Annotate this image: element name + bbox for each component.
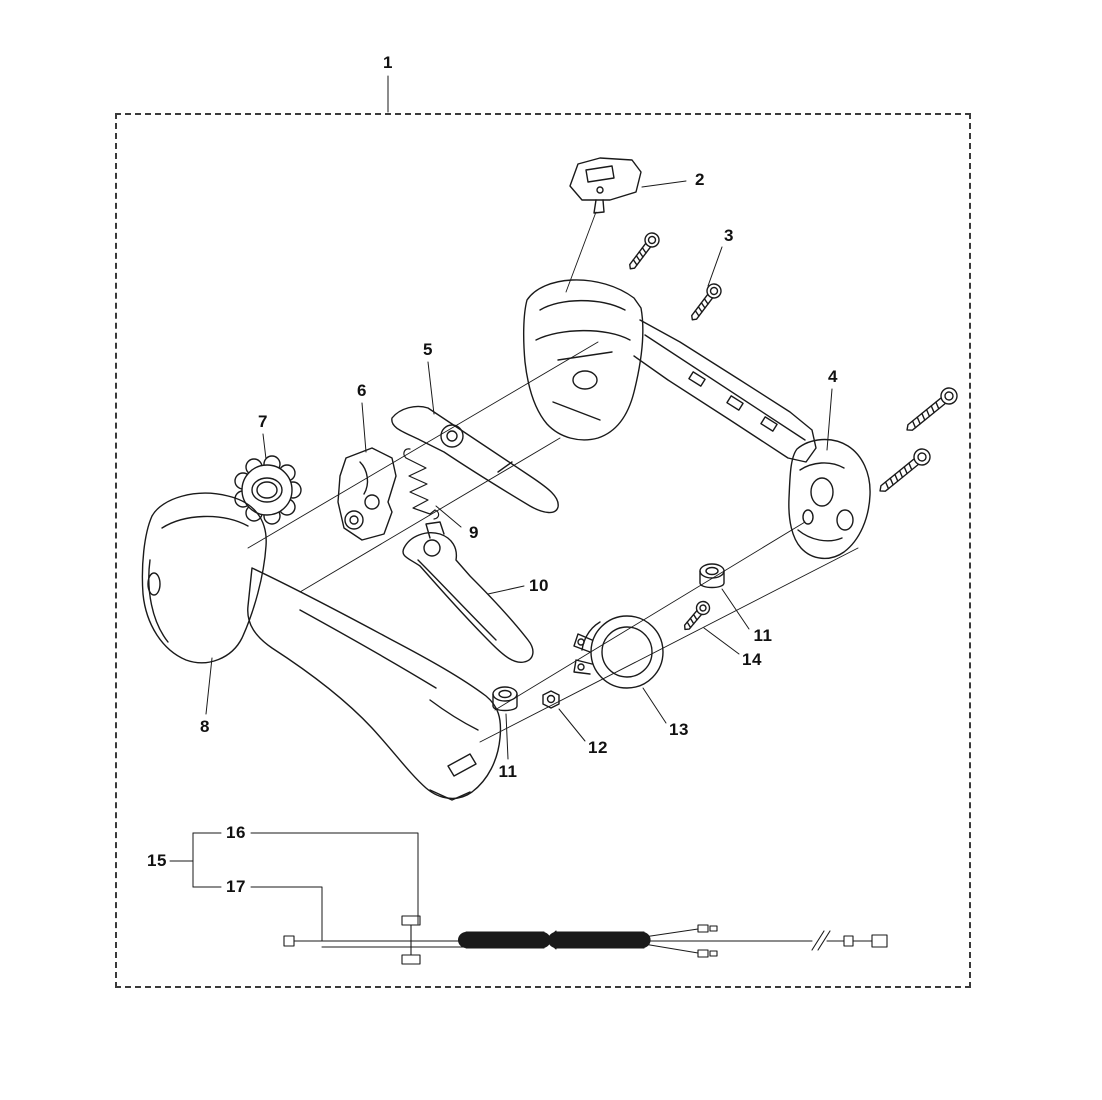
part-12-nut (542, 690, 560, 709)
callout-part-13: 13 (669, 720, 689, 739)
bracket-15-16-17 (169, 832, 419, 942)
part-11-grommet-left (492, 686, 518, 712)
part-6-throttle-lockout (337, 447, 397, 541)
part-14-screw (683, 600, 711, 631)
part-11-grommet-right (699, 563, 725, 589)
part-3-screw-b (691, 283, 722, 321)
part-4-screw-a (906, 387, 958, 431)
callout-part-10: 10 (529, 576, 549, 595)
callout-part-14: 14 (742, 650, 762, 669)
callout-part-8: 8 (200, 717, 210, 736)
callout-part-15: 15 (147, 851, 167, 870)
part-10-throttle-trigger (402, 521, 534, 663)
leader-lines (205, 75, 833, 760)
part-2-stop-switch (569, 157, 642, 214)
callout-part-17: 17 (226, 877, 246, 896)
callout-part-6: 6 (357, 381, 367, 400)
part-8-handle-housing (141, 492, 502, 801)
part-4-rear-cover (788, 438, 871, 559)
callout-part-4: 4 (828, 367, 838, 386)
upper-handle-housing (522, 279, 817, 463)
callout-part-1: 1 (383, 53, 393, 72)
part-9-spring (403, 448, 440, 520)
assembly-axis-lines (247, 211, 859, 743)
callout-part-7: 7 (258, 412, 268, 431)
assembly-boundary-box (115, 113, 971, 988)
callout-part-16: 16 (226, 823, 246, 842)
part-5-lever (391, 405, 559, 514)
callout-part-9: 9 (469, 523, 479, 542)
cable-assembly (283, 915, 888, 965)
part-4-screw-b (879, 448, 931, 492)
callout-part-3: 3 (724, 226, 734, 245)
part-13-clamp-collar (573, 615, 664, 689)
callout-part-5: 5 (423, 340, 433, 359)
callout-part-2: 2 (695, 170, 705, 189)
part-3-screw-a (629, 232, 660, 270)
callout-part-12: 12 (588, 738, 608, 757)
part-7-star-washer (234, 455, 302, 525)
callout-part-11-right: 11 (753, 626, 773, 645)
callout-part-11-left: 11 (498, 762, 518, 781)
